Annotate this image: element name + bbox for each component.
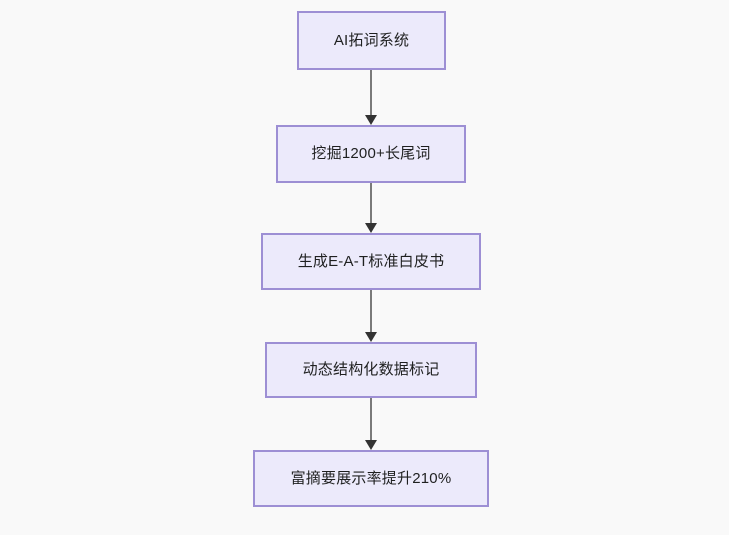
flow-node-1[interactable]: AI拓词系统 <box>297 11 446 70</box>
edge-line <box>370 183 372 224</box>
flow-node-label: 挖掘1200+长尾词 <box>311 145 431 162</box>
flow-node-label: AI拓词系统 <box>333 31 410 49</box>
edge-line <box>370 398 372 441</box>
flow-node-label: 生成E-A-T标准白皮书 <box>297 252 445 270</box>
edge-n2-n3 <box>365 183 377 233</box>
flow-node-2[interactable]: 挖掘1200+长尾词 <box>276 125 466 183</box>
edge-line <box>370 290 372 333</box>
edge-n3-n4 <box>365 290 377 342</box>
flow-node-4[interactable]: 动态结构化数据标记 <box>265 342 477 398</box>
flow-node-label: 富摘要展示率提升210% <box>290 469 452 487</box>
edge-n1-n2 <box>365 70 377 125</box>
arrowhead-icon <box>365 440 377 450</box>
flow-node-label: 动态结构化数据标记 <box>302 361 440 378</box>
edge-line <box>370 70 372 116</box>
edge-n4-n5 <box>365 398 377 450</box>
arrowhead-icon <box>365 223 377 233</box>
arrowhead-icon <box>365 332 377 342</box>
arrowhead-icon <box>365 115 377 125</box>
flow-node-5[interactable]: 富摘要展示率提升210% <box>253 450 489 507</box>
flow-node-3[interactable]: 生成E-A-T标准白皮书 <box>261 233 481 290</box>
